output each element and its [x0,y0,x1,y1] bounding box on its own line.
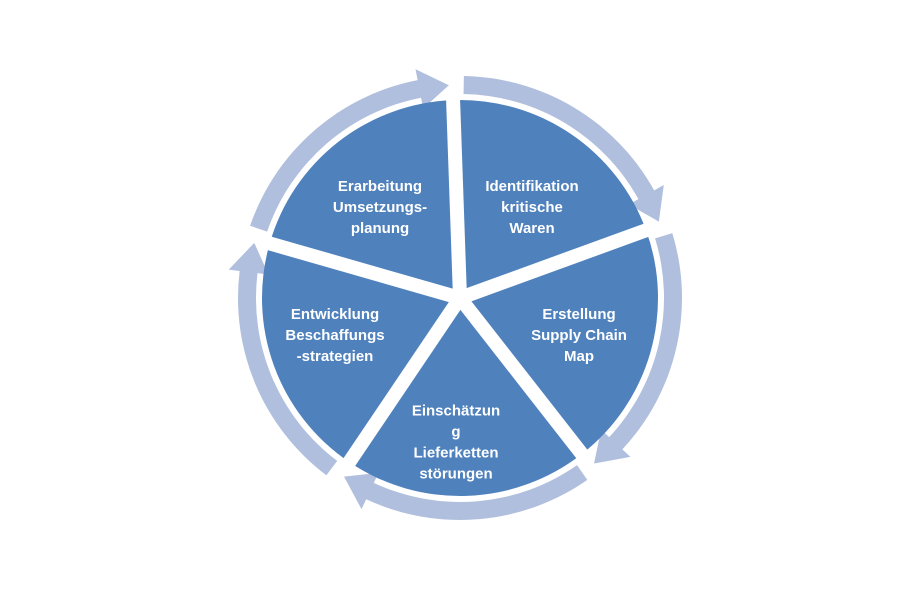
segment-label-4-line: Entwicklung [291,306,379,323]
separator-4 [341,294,466,470]
cycle-arrow-1 [463,76,664,222]
segment-label-2-line: Supply Chain [531,327,627,344]
cycle-arrow-4 [228,242,338,476]
cycle-arrows [228,69,683,520]
cycle-arrow-3 [343,465,588,520]
segment-label-1-line: Identifikation [485,178,578,195]
segment-1 [453,99,647,299]
separator-3 [454,293,590,462]
segment-separators [263,95,653,470]
segment-4 [261,243,460,463]
segment-5 [269,100,460,299]
segment-label-3-line: Einschätzun [412,403,500,420]
cycle-arrow-5 [250,69,449,232]
segment-3 [349,298,582,497]
segment-label-2-line: Map [564,348,594,365]
segment-label-5-line: Erarbeitung [338,178,422,195]
segment-label-5-line: Umsetzungs- [333,199,427,216]
segment-label-3-line: störungen [419,466,492,483]
segment-label-3-line: g [451,424,460,441]
segment-label-1-line: Waren [509,220,554,237]
segment-label-3-line: Lieferketten [413,445,498,462]
separator-2 [457,222,653,305]
separator-1 [445,95,467,299]
segment-label-5-line: planung [351,220,409,237]
cycle-arrow-2 [594,233,683,464]
separator-5 [263,235,462,305]
segment-label-1-line: kritische [501,199,563,216]
cycle-segments [261,99,659,497]
segment-label-4-line: Beschaffungs [285,327,384,344]
segment-label-4-line: -strategien [297,348,374,365]
segment-label-2-line: Erstellung [542,306,615,323]
